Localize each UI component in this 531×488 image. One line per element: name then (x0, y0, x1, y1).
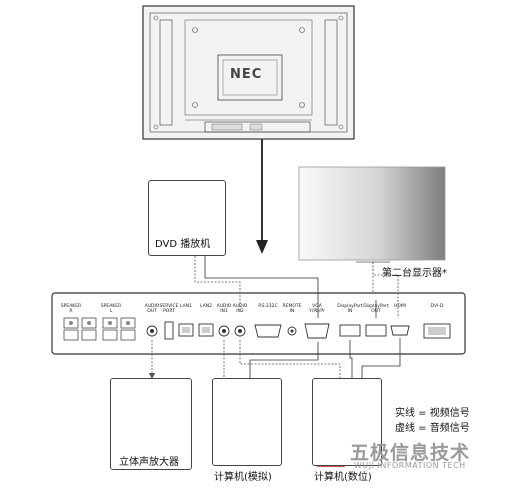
monitor-logo: NEC (230, 67, 263, 82)
dvd-label: DVD 播放机 (155, 239, 211, 250)
port-label-hdmi: HDMI (393, 304, 407, 309)
watermark-cn: 五极信息技术 (350, 442, 471, 464)
pc-digital-box (312, 378, 382, 466)
stereo-label: 立体声放大器 (119, 457, 179, 468)
second-display-screen (298, 166, 446, 261)
port-label-speaker-l: SPEAKER L (100, 304, 122, 314)
port-label-audio-in2: AUDIO IN2 (232, 304, 248, 314)
port-label-audio-in1: AUDIO IN1 (216, 304, 232, 314)
watermark-en: WUJI INFORMATION TECH (354, 461, 466, 470)
port-label-rs232c: RS-232C (258, 304, 278, 309)
pc-analog-label: 计算机(模拟) (214, 472, 272, 483)
legend-dashed: 虚线 = 音频信号 (395, 423, 470, 434)
second-display-label: 第二台显示器* (382, 268, 447, 279)
port-label-speaker-r: SPEAKER R (60, 304, 82, 314)
port-label-vga: VGA Y/Pb/Pr (309, 304, 325, 314)
legend-solid: 实线 = 视频信号 (395, 408, 470, 419)
pc-digital-label: 计算机(数位) (314, 472, 372, 483)
port-label-lan1: LAN1 (180, 304, 192, 309)
port-label-dp-in: DisplayPort IN (337, 304, 363, 314)
port-label-service-port: SERVICE PORT (159, 304, 179, 314)
port-label-dvi: DVI-D (430, 304, 444, 309)
stereo-box: 立体声放大器 (110, 378, 192, 470)
port-label-dp-out: DisplayPort OUT (363, 304, 389, 314)
dvd-box: DVD 播放机 (148, 180, 226, 256)
port-label-lan2: LAN2 (200, 304, 212, 309)
monitor-rear (142, 5, 355, 140)
pc-analog-box (212, 378, 282, 466)
port-label-remote-in: REMOTE IN (282, 304, 302, 314)
port-label-audio-out: AUDIO OUT (144, 304, 160, 314)
input-panel (51, 292, 466, 355)
